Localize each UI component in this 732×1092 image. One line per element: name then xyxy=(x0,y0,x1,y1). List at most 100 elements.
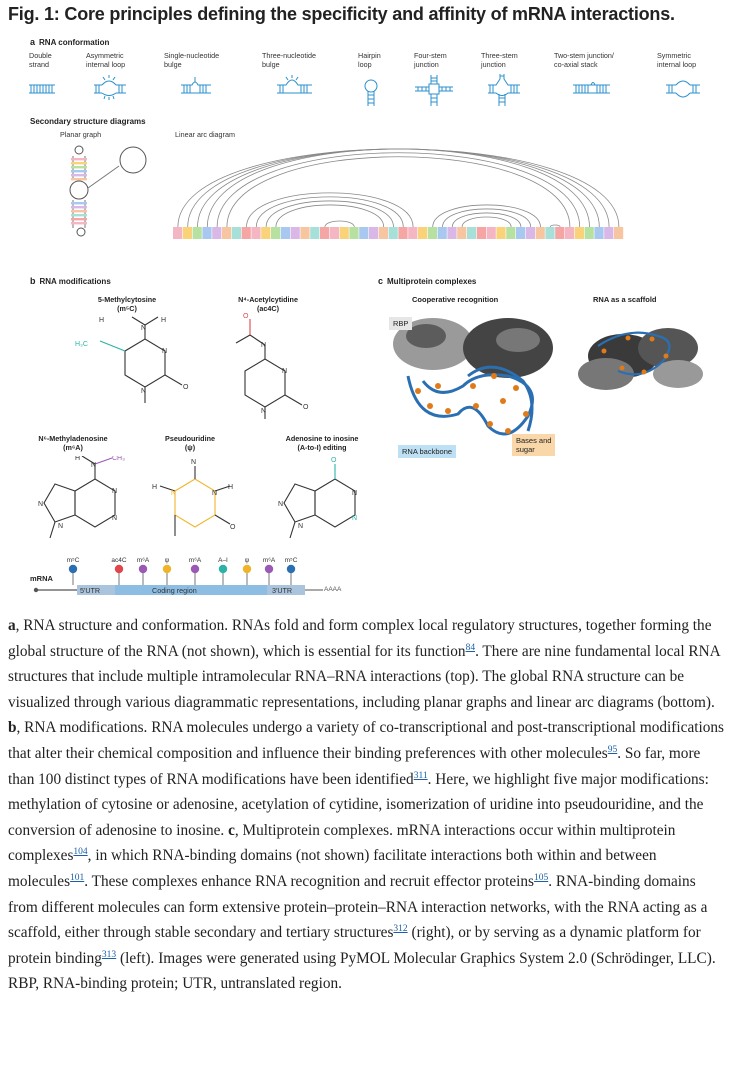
panel-title: RNA conformation xyxy=(39,38,110,47)
svg-text:N: N xyxy=(112,515,117,522)
arc-nucleotide xyxy=(535,227,545,239)
svg-text:CH₃: CH₃ xyxy=(112,456,125,462)
caption-text: . There are nine fundamental local RNA s… xyxy=(8,642,720,711)
double-strand-icon xyxy=(29,84,55,94)
arc-nucleotide xyxy=(594,227,604,239)
arc-nucleotide xyxy=(525,227,535,239)
arc-nucleotide xyxy=(516,227,526,239)
marker-label: ψ xyxy=(245,557,250,564)
arc-nucleotide xyxy=(388,227,398,239)
four-stem-icon xyxy=(415,75,453,106)
marker-dot xyxy=(286,564,296,574)
base-pair-arc xyxy=(432,204,541,228)
arc-nucleotide xyxy=(545,227,555,239)
cooperative-recognition-title: Cooperative recognition xyxy=(412,295,499,304)
svg-text:H: H xyxy=(99,317,104,324)
arc-nucleotide xyxy=(457,227,467,239)
svg-text:N: N xyxy=(112,488,117,495)
planar-graph-diagram xyxy=(69,145,147,237)
reference-link[interactable]: 84 xyxy=(465,642,476,653)
rbp-label: RBP xyxy=(389,317,413,330)
marker-dot xyxy=(114,564,124,574)
arc-nucleotide xyxy=(280,227,290,239)
structure-label: Three-nucleotide bulge xyxy=(262,51,316,69)
panel-title: RNA modifications xyxy=(39,277,111,286)
arc-nucleotide xyxy=(251,227,261,239)
caption-text: , in which RNA-binding domains (not show… xyxy=(8,847,657,890)
panel-letter: a xyxy=(30,37,36,47)
figure-title: Fig. 1: Core principles defining the spe… xyxy=(8,4,675,24)
single-bulge-icon xyxy=(181,77,211,94)
svg-text:N: N xyxy=(38,501,43,508)
base-pair-arc xyxy=(226,156,571,228)
pseudouridine-molecule xyxy=(159,466,231,536)
molecule-name-pseudouridine: Pseudouridine (ψ) xyxy=(165,434,215,452)
caption-text: , RNA modifications. RNA molecules under… xyxy=(8,719,724,762)
marker-label: m⁶A xyxy=(263,557,276,564)
marker-label: m⁶A xyxy=(137,557,150,564)
marker-label: A–I xyxy=(218,557,228,564)
arc-nucleotide xyxy=(408,227,418,239)
arc-nucleotide xyxy=(290,227,300,239)
asymmetric-loop-icon xyxy=(94,75,126,100)
arc-nucleotide xyxy=(398,227,408,239)
reference-link[interactable]: 95 xyxy=(607,744,618,755)
inosine-molecule xyxy=(283,464,356,539)
caption-text: . Here, we highlight five major modifica… xyxy=(8,770,709,839)
svg-text:N: N xyxy=(282,368,287,375)
linear-arc-diagram xyxy=(173,148,624,239)
three-stem-icon xyxy=(488,74,520,106)
structure-label: Double strand xyxy=(29,51,52,69)
caption-text: . RNA-binding domains from different mol… xyxy=(8,872,708,942)
region-3utr: 3′UTR xyxy=(272,586,293,595)
base-pair-arc xyxy=(246,192,414,228)
caption-bold-b: b xyxy=(8,719,17,737)
arc-nucleotide xyxy=(486,227,496,239)
planar-base-pair xyxy=(71,202,87,205)
arc-nucleotide xyxy=(182,227,192,239)
structure-icons xyxy=(29,74,700,106)
base-pair-arc xyxy=(255,196,404,228)
reference-link[interactable]: 101 xyxy=(70,872,85,883)
reference-link[interactable]: 105 xyxy=(533,872,549,883)
svg-text:N: N xyxy=(141,388,146,395)
planar-base-pair xyxy=(71,210,87,213)
arc-set xyxy=(177,148,620,228)
symmetric-loop-icon xyxy=(666,80,700,98)
arc-nucleotide xyxy=(173,227,183,239)
marker-label: m⁵C xyxy=(67,557,80,564)
panel-title: Multiprotein complexes xyxy=(387,277,477,286)
structure-label: Asymmetric internal loop xyxy=(86,51,126,69)
polya-tail: AAAA xyxy=(324,586,342,593)
arc-nucleotide xyxy=(300,227,310,239)
caption-text: . These complexes enhance RNA recognitio… xyxy=(84,872,534,890)
arc-nucleotide xyxy=(604,227,614,239)
base-pair-arc xyxy=(451,212,522,228)
three-bulge-icon xyxy=(277,75,312,94)
marker-dot xyxy=(190,564,200,574)
arc-nucleotide xyxy=(310,227,320,239)
arc-nucleotide xyxy=(369,227,379,239)
reference-link[interactable]: 104 xyxy=(73,847,88,858)
svg-text:N: N xyxy=(298,523,303,530)
base-pair-arc xyxy=(442,208,532,228)
reference-link[interactable]: 311 xyxy=(413,770,428,781)
svg-text:H: H xyxy=(228,484,233,491)
planar-base-pair xyxy=(71,178,87,181)
base-pair-arc xyxy=(206,148,590,228)
svg-text:O: O xyxy=(183,384,189,391)
arc-nucleotide xyxy=(222,227,232,239)
reference-link[interactable]: 312 xyxy=(393,924,408,935)
caption-text: (right), or by serving as a dynamic plat… xyxy=(8,924,701,967)
arc-nucleotide xyxy=(192,227,202,239)
caption-text: , RNA structure and conformation. RNAs f… xyxy=(8,617,712,660)
marker-label: m⁵C xyxy=(285,557,298,564)
mrna-label: mRNA xyxy=(30,574,53,583)
caption-bold-c: c xyxy=(228,821,235,839)
svg-text:N: N xyxy=(162,348,167,355)
reference-link[interactable]: 313 xyxy=(101,949,117,960)
arc-nucleotide xyxy=(574,227,584,239)
arc-nucleotide xyxy=(555,227,565,239)
marker-dot xyxy=(218,564,228,574)
